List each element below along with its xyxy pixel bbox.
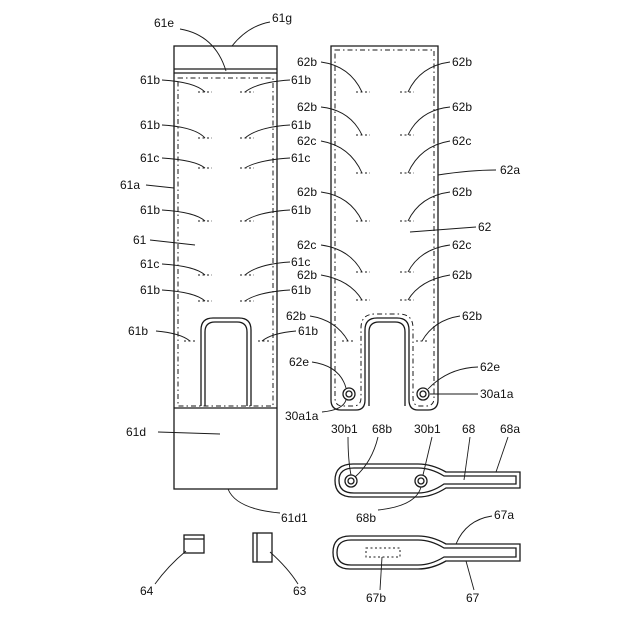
sheet-62 (331, 46, 438, 410)
sheet-62-fold-line (335, 50, 434, 406)
label-62e: 62e (289, 355, 309, 369)
label-68b: 68b (356, 511, 376, 525)
label-61g: 61g (272, 11, 292, 25)
label-61b: 61b (140, 203, 160, 217)
hole-30a1a-right-inner (420, 391, 426, 397)
strap-68-hole-left-inner (348, 478, 354, 484)
sheet-62-outline (331, 46, 438, 410)
label-61c: 61c (140, 151, 159, 165)
label-61b: 61b (140, 283, 160, 297)
label-61c: 61c (140, 257, 159, 271)
hole-30a1a-right-outer (417, 388, 429, 400)
label-62a: 62a (500, 163, 520, 177)
label-68: 68 (462, 422, 476, 436)
label-64: 64 (140, 584, 154, 598)
label-62b: 62b (297, 268, 317, 282)
label-61e: 61e (154, 16, 174, 30)
strap-68-hole-right-inner (418, 478, 424, 484)
strap-68-hole-right-outer (415, 475, 427, 487)
label-30a1a: 30a1a (480, 387, 514, 401)
label-67a: 67a (494, 508, 514, 522)
label-61b: 61b (128, 324, 148, 338)
hole-30a1a-left-inner (346, 391, 352, 397)
label-61b: 61b (291, 73, 311, 87)
label-67: 67 (466, 591, 480, 605)
label-62c: 62c (297, 238, 316, 252)
label-61a: 61a (120, 178, 140, 192)
label-62b: 62b (462, 309, 482, 323)
label-61b: 61b (291, 283, 311, 297)
label-63: 63 (293, 584, 307, 598)
label-62b: 62b (452, 100, 472, 114)
label-61b: 61b (291, 203, 311, 217)
reference-labels: 61e 61g 61b 61b 61b 61b 61c 61c 61a 61b … (120, 11, 520, 605)
strap-67 (333, 536, 520, 569)
sheet-61-tongue-inner (205, 322, 247, 406)
label-62b: 62b (297, 185, 317, 199)
label-62b: 62b (297, 55, 317, 69)
label-61d1: 61d1 (281, 511, 308, 525)
label-30b1: 30b1 (414, 422, 441, 436)
sheet-61-fold-line (178, 78, 273, 406)
label-62e: 62e (480, 360, 500, 374)
label-62b: 62b (452, 55, 472, 69)
label-62b: 62b (297, 100, 317, 114)
sheet-62-notch-inner (369, 322, 405, 406)
label-30b1: 30b1 (331, 422, 358, 436)
label-61: 61 (133, 233, 147, 247)
label-62b: 62b (452, 185, 472, 199)
part-64 (184, 535, 204, 553)
sheet-61-tongue-outer (201, 318, 251, 406)
label-62b: 62b (286, 309, 306, 323)
label-61b: 61b (140, 118, 160, 132)
label-68b: 68b (372, 422, 392, 436)
label-61c: 61c (291, 255, 310, 269)
sheet-62-slits (342, 92, 428, 341)
label-30a1a: 30a1a (285, 409, 319, 423)
label-62c: 62c (452, 134, 471, 148)
label-61b: 61b (298, 324, 318, 338)
hole-30a1a-left-outer (343, 388, 355, 400)
label-67b: 67b (366, 591, 386, 605)
label-62c: 62c (452, 238, 471, 252)
label-61d: 61d (126, 425, 146, 439)
label-61c: 61c (291, 151, 310, 165)
label-62c: 62c (297, 134, 316, 148)
label-62: 62 (478, 220, 492, 234)
label-62b: 62b (452, 268, 472, 282)
strap-67-label-area (366, 548, 400, 557)
label-61b: 61b (291, 118, 311, 132)
part-63 (253, 533, 272, 562)
label-68a: 68a (500, 422, 520, 436)
label-61b: 61b (140, 73, 160, 87)
